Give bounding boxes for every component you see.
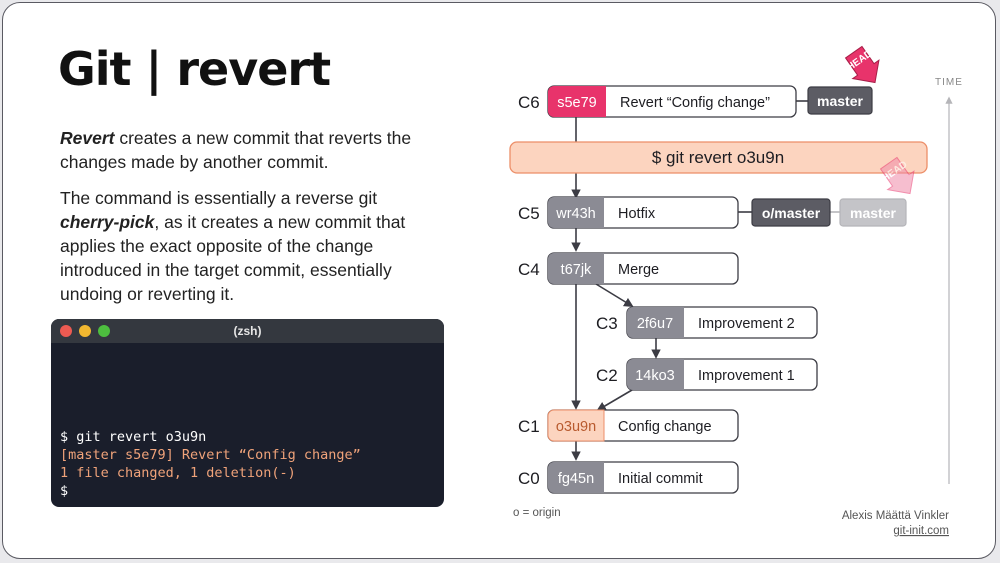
commit-message: Config change <box>618 419 712 435</box>
terminal-titlebar: (zsh) <box>51 319 444 343</box>
commit-hash: o3u9n <box>556 419 596 435</box>
close-window-dot-icon[interactable] <box>60 325 72 337</box>
commit-message: Merge <box>618 262 659 278</box>
commit-c2[interactable]: C2 14ko3 Improvement 1 <box>596 358 818 391</box>
commit-hash: fg45n <box>558 471 594 487</box>
cherry-pick-description-b: , as it creates a new commit that applie… <box>60 212 406 304</box>
head-pointer-new: HEAD <box>844 45 880 84</box>
commit-message: Revert “Config change” <box>620 95 770 111</box>
commit-label: C3 <box>596 314 618 333</box>
commit-hash-pill <box>548 253 604 284</box>
commit-hash: 14ko3 <box>635 368 675 384</box>
minimize-window-dot-icon[interactable] <box>79 325 91 337</box>
terminal-title: (zsh) <box>233 324 262 338</box>
head-pointer-old: HEAD <box>879 156 915 195</box>
commit-label: C6 <box>518 93 540 112</box>
commit-message: Improvement 2 <box>698 316 795 332</box>
author-credit: Alexis Määttä Vinkler <box>842 510 949 522</box>
head-arrow-icon <box>844 45 880 84</box>
commit-c5[interactable]: C5 wr43h Hotfix <box>518 196 739 229</box>
commit-label: C1 <box>518 417 540 436</box>
commit-hash-pill <box>548 197 604 228</box>
commit-c6[interactable]: C6 s5e79 Revert “Config change” <box>518 85 797 118</box>
commit-message: Hotfix <box>618 206 656 222</box>
branch-master-new-label: master <box>817 93 863 109</box>
commit-message: Initial commit <box>618 471 703 487</box>
commit-hash: t67jk <box>561 262 592 278</box>
branch-origin-master-label: o/master <box>762 205 821 221</box>
commit-label: C2 <box>596 366 618 385</box>
commit-c1[interactable]: C1 o3u9n Config change <box>518 409 739 442</box>
terminal-line-command: $ git revert o3u9n <box>60 429 207 445</box>
graph-edges <box>571 100 840 461</box>
branch-master-new[interactable] <box>807 86 873 115</box>
commit-label: C4 <box>518 260 540 279</box>
edge-c2-c1 <box>596 389 633 411</box>
time-axis-label: TIME <box>935 77 963 88</box>
commit-hash-pill <box>548 86 606 117</box>
commit-hash: wr43h <box>555 206 596 222</box>
slide-title: Git | revert <box>58 42 331 96</box>
branch-master-old-label: master <box>850 205 896 221</box>
origin-legend: o = origin <box>513 507 561 519</box>
commit-c0[interactable]: C0 fg45n Initial commit <box>518 461 739 494</box>
cherry-pick-description: The command is essentially a reverse git… <box>60 186 440 306</box>
cherry-pick-term: cherry-pick <box>60 212 155 232</box>
commit-hash-pill <box>627 307 684 338</box>
commit-hash-pill <box>548 462 604 493</box>
revert-description: Revert creates a new commit that reverts… <box>60 126 440 174</box>
revert-term: Revert <box>60 128 115 148</box>
terminal-output: $ git revert o3u9n [master s5e79] Revert… <box>60 428 361 500</box>
terminal-prompt: $ <box>60 483 69 499</box>
terminal-window: (zsh) $ git revert o3u9n [master s5e79] … <box>51 319 444 507</box>
site-link[interactable]: git-init.com <box>893 525 949 537</box>
commit-hash-pill <box>547 409 605 442</box>
commit-label: C5 <box>518 204 540 223</box>
cherry-pick-description-a: The command is essentially a reverse git <box>60 188 378 208</box>
command-banner-text: $ git revert o3u9n <box>652 148 784 167</box>
edge-c4-c3 <box>595 283 634 308</box>
branch-master-old[interactable] <box>839 198 907 227</box>
terminal-line-stats: 1 file changed, 1 deletion(-) <box>60 465 296 481</box>
commit-hash: 2f6u7 <box>637 316 673 332</box>
commit-label: C0 <box>518 469 540 488</box>
branch-origin-master[interactable] <box>751 198 831 227</box>
commit-hash: s5e79 <box>557 95 597 111</box>
head-arrow-icon <box>879 156 915 195</box>
command-banner <box>509 141 928 174</box>
maximize-window-dot-icon[interactable] <box>98 325 110 337</box>
commit-message: Improvement 1 <box>698 368 795 384</box>
commit-c4[interactable]: C4 t67jk Merge <box>518 252 739 285</box>
revert-description-text: creates a new commit that reverts the ch… <box>60 128 412 172</box>
terminal-line-result: [master s5e79] Revert “Config change” <box>60 447 361 463</box>
commit-hash-pill <box>627 359 684 390</box>
commit-c3[interactable]: C3 2f6u7 Improvement 2 <box>596 306 818 339</box>
